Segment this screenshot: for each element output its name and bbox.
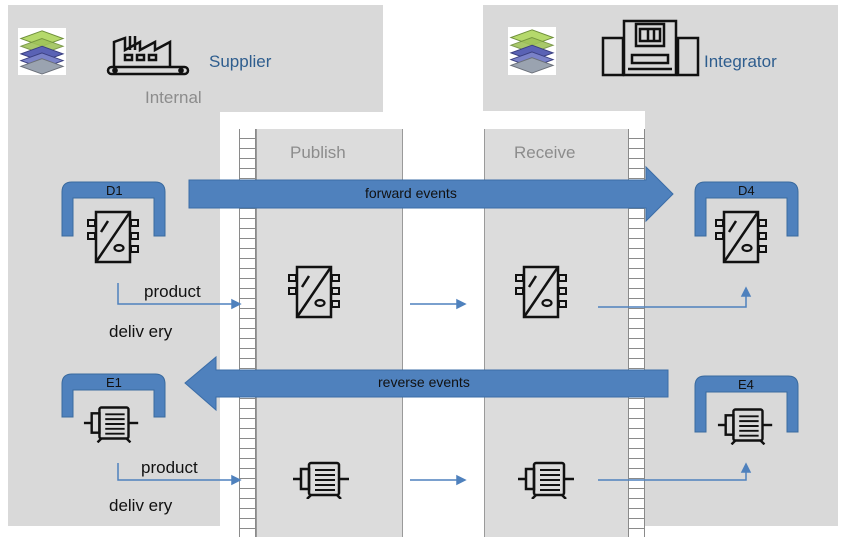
reverse-events-label: reverse events <box>378 374 470 390</box>
motor-icon-receive <box>516 461 576 499</box>
transfer-arrow-bottom <box>410 474 467 486</box>
product-label-top: product <box>144 282 201 301</box>
supplier-region-lower <box>8 112 220 526</box>
reverse-events-arrow <box>184 355 669 412</box>
receive-arrow-top <box>598 286 752 308</box>
layers-icon <box>18 28 66 75</box>
integrator-region-lower <box>645 111 838 526</box>
device-frame-e1 <box>61 373 166 418</box>
delivery-label-top: deliv ery <box>109 322 173 341</box>
device-frame-d1 <box>61 181 166 237</box>
converter-icon-d1 <box>86 210 140 264</box>
device-label-e1: E1 <box>106 375 122 390</box>
motor-icon-e4 <box>716 408 774 445</box>
factory-icon <box>106 36 190 76</box>
device-frame-d4 <box>694 181 799 237</box>
motor-icon-e1 <box>82 406 140 443</box>
integrator-label: Integrator <box>704 52 777 71</box>
receive-arrow-bottom <box>598 462 752 481</box>
converter-icon-d4 <box>714 210 768 264</box>
firewall-left <box>239 129 256 537</box>
product-label-bottom: product <box>141 458 198 477</box>
device-label-d1: D1 <box>106 183 123 198</box>
device-frame-e4 <box>694 375 799 433</box>
supplier-label: Supplier <box>209 52 272 71</box>
delivery-arrow-top <box>117 283 242 310</box>
publish-label: Publish <box>290 143 346 162</box>
converter-icon-receive <box>514 265 568 319</box>
firewall-right <box>628 129 645 537</box>
device-label-d4: D4 <box>738 183 755 198</box>
delivery-label-bottom: deliv ery <box>109 496 173 515</box>
internal-label: Internal <box>145 88 202 107</box>
layers-icon-integrator <box>508 27 556 75</box>
forward-events-label: forward events <box>365 185 457 201</box>
device-label-e4: E4 <box>738 377 754 392</box>
forward-events-arrow <box>188 165 674 223</box>
receive-label: Receive <box>514 143 576 162</box>
supplier-region <box>8 5 383 112</box>
machine-icon <box>601 19 700 77</box>
converter-icon-publish <box>287 265 341 319</box>
motor-icon-publish <box>291 461 351 499</box>
delivery-arrow-bottom <box>117 463 242 486</box>
transfer-arrow-top <box>410 298 467 310</box>
